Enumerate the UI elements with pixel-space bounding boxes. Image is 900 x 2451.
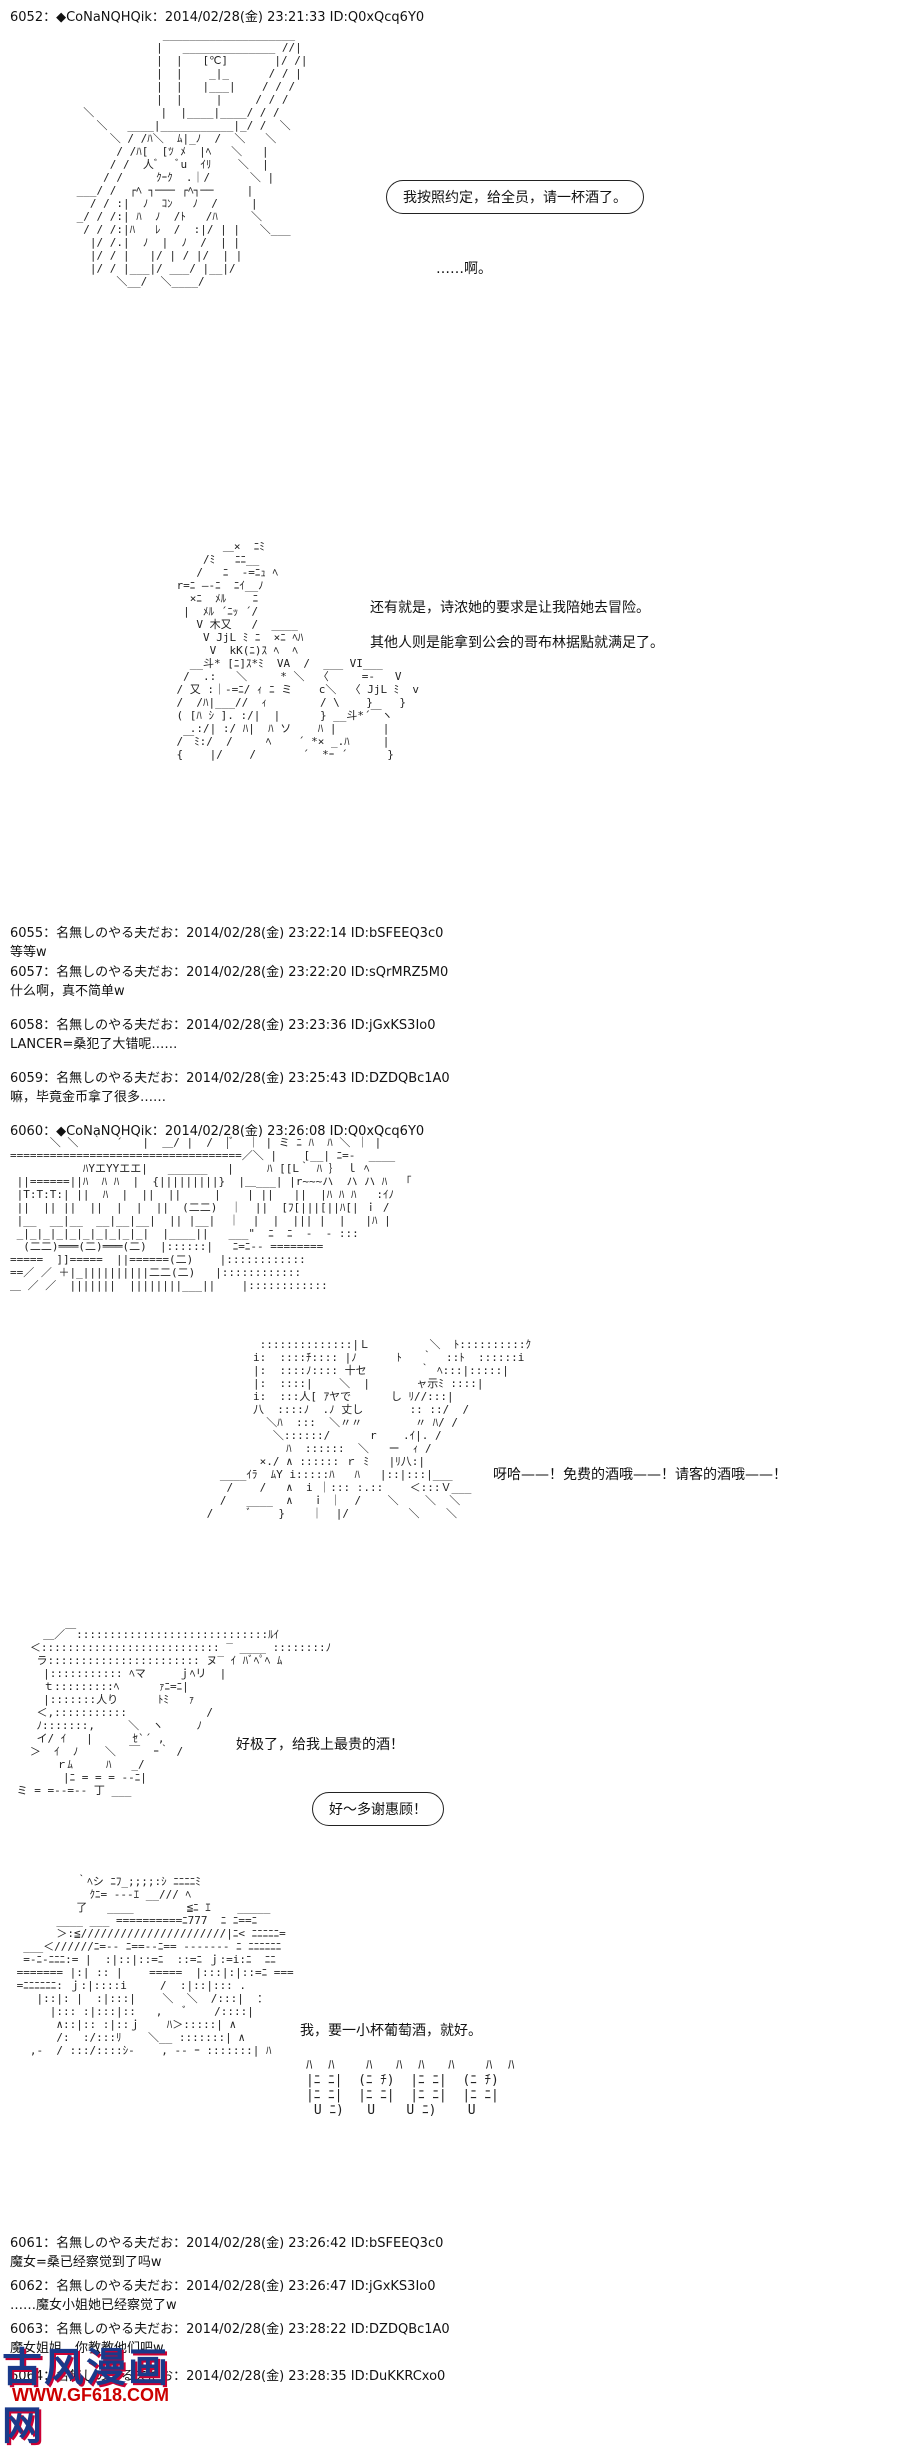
post-header: 6059：名無しのやる夫だお：2014/02/28(金) 23:25:43 ID…	[10, 1071, 450, 1086]
post-text: 嘛，毕竟金币拿了很多……	[10, 1090, 167, 1105]
post-text: LANCER=桑犯了大错呢……	[10, 1037, 178, 1052]
post-text: 什么啊，真不简单w	[10, 984, 125, 999]
speech-line: ……啊。	[436, 261, 492, 277]
post-text: ……魔女小姐她已经察觉了w	[10, 2298, 177, 2313]
speech-bubble: 我按照约定，给全员，请一杯酒了。	[386, 180, 644, 214]
post-text: 等等w	[10, 945, 47, 960]
ascii-art-character: ＿× ﾆﾐ /ﾐ ﾆﾆ__ / ﾆ -=ﾆｭ ﾍ r=ﾆ ―‐ﾆ ﾆｲ__ﾉ ×…	[176, 540, 420, 761]
speech-line: 呀哈——！免费的酒哦——！请客的酒哦——！	[493, 1467, 787, 1483]
post-header: 6063：名無しのやる夫だお：2014/02/28(金) 23:28:22 ID…	[10, 2322, 450, 2337]
ascii-art-tavern: ＼ ＼ ｀ ´ | ＿/ | / |ﾞ ｜ | ミ ﾆ ﾊ ﾊ ＼ ｜ | ==…	[10, 1136, 412, 1292]
post-header: 6061：名無しのやる夫だお：2014/02/28(金) 23:26:42 ID…	[10, 2236, 444, 2251]
ascii-art-crowd: ::::::::::::::|Ｌ ＼ ﾄ::::::::::ｸ i: ::::ﾁ…	[206, 1338, 532, 1520]
post-text: 魔女姐姐，你教教他们吧w	[10, 2341, 164, 2356]
post-header: 6062：名無しのやる夫だお：2014/02/28(金) 23:26:47 ID…	[10, 2279, 436, 2294]
speech-bubble: 好～多谢惠顾！	[312, 1792, 444, 1826]
watermark: 古风漫画网 WWW.GF618.COM	[0, 2335, 210, 2449]
ascii-art-character-3: ｀ﾍシ ﾆﾌ_;;;;:ｼ ﾆﾆﾆﾆﾐ ｸﾆ= ---ｴ __/// ﾍ 了 _…	[16, 1875, 294, 2057]
ascii-art-reaction: ﾊ ﾊ ﾊ ﾊ ﾊ ﾊ ﾊ ﾊ |ﾆ ﾆ| (ﾆ ﾁ) |ﾆ ﾆ| (ﾆ ﾁ) …	[306, 2058, 515, 2118]
post-header: 6052：◆CoNaNQHQik：2014/02/28(金) 23:21:33 …	[10, 10, 425, 25]
post-header: 6057：名無しのやる夫だお：2014/02/28(金) 23:22:20 ID…	[10, 965, 449, 980]
post-header: 6058：名無しのやる夫だお：2014/02/28(金) 23:23:36 ID…	[10, 1018, 436, 1033]
speech-line: 好极了，给我上最贵的酒！	[236, 1737, 404, 1753]
post-text: 魔女=桑已经察觉到了吗w	[10, 2255, 162, 2270]
watermark-url: WWW.GF618.COM	[12, 2385, 169, 2405]
post-header: 6055：名無しのやる夫だお：2014/02/28(金) 23:22:14 ID…	[10, 926, 444, 941]
post-header: 6060：◆CoNaNQHQik：2014/02/28(金) 23:26:08 …	[10, 1124, 425, 1139]
ascii-art-character-2: ＿／￣:::::::::::::::::::::::::::::ﾙｲ ＜::::…	[16, 1628, 332, 1797]
speech-line: 还有就是，诗浓她的要求是让我陪她去冒险。	[370, 600, 650, 616]
speech-line: 我，要一小杯葡萄酒，就好。	[300, 2023, 482, 2039]
speech-line: 其他人则是能拿到公会的哥布林据點就满足了。	[370, 635, 664, 651]
ascii-art-hooded-figure: ____________________ | ______________ //…	[76, 28, 308, 288]
post-header: 6064：名無しのやる夫だお：2014/02/28(金) 23:28:35 ID…	[10, 2369, 446, 2384]
